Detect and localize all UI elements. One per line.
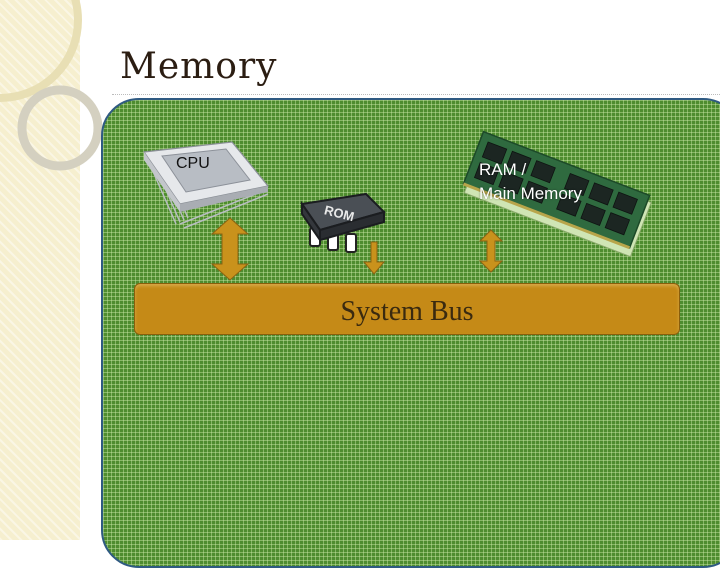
cpu-bus-arrow-icon [210,217,250,281]
ram-label-line2: Main Memory [479,184,582,203]
ram-module-icon [462,130,652,258]
system-bus: System Bus [134,283,680,335]
title-divider [112,94,720,95]
rom-chip-text: ROM [323,202,356,224]
system-bus-label: System Bus [340,296,474,327]
cpu-chip-icon [142,141,270,229]
decorative-circles [0,0,103,171]
ram-bus-arrow-icon [478,229,504,273]
slide-title: Memory [120,46,278,87]
cpu-label: CPU [176,155,210,172]
rom-bus-arrow-icon [362,241,386,275]
rom-chip-icon: ROM [300,192,386,253]
ram-label-line1: RAM / [479,160,527,179]
